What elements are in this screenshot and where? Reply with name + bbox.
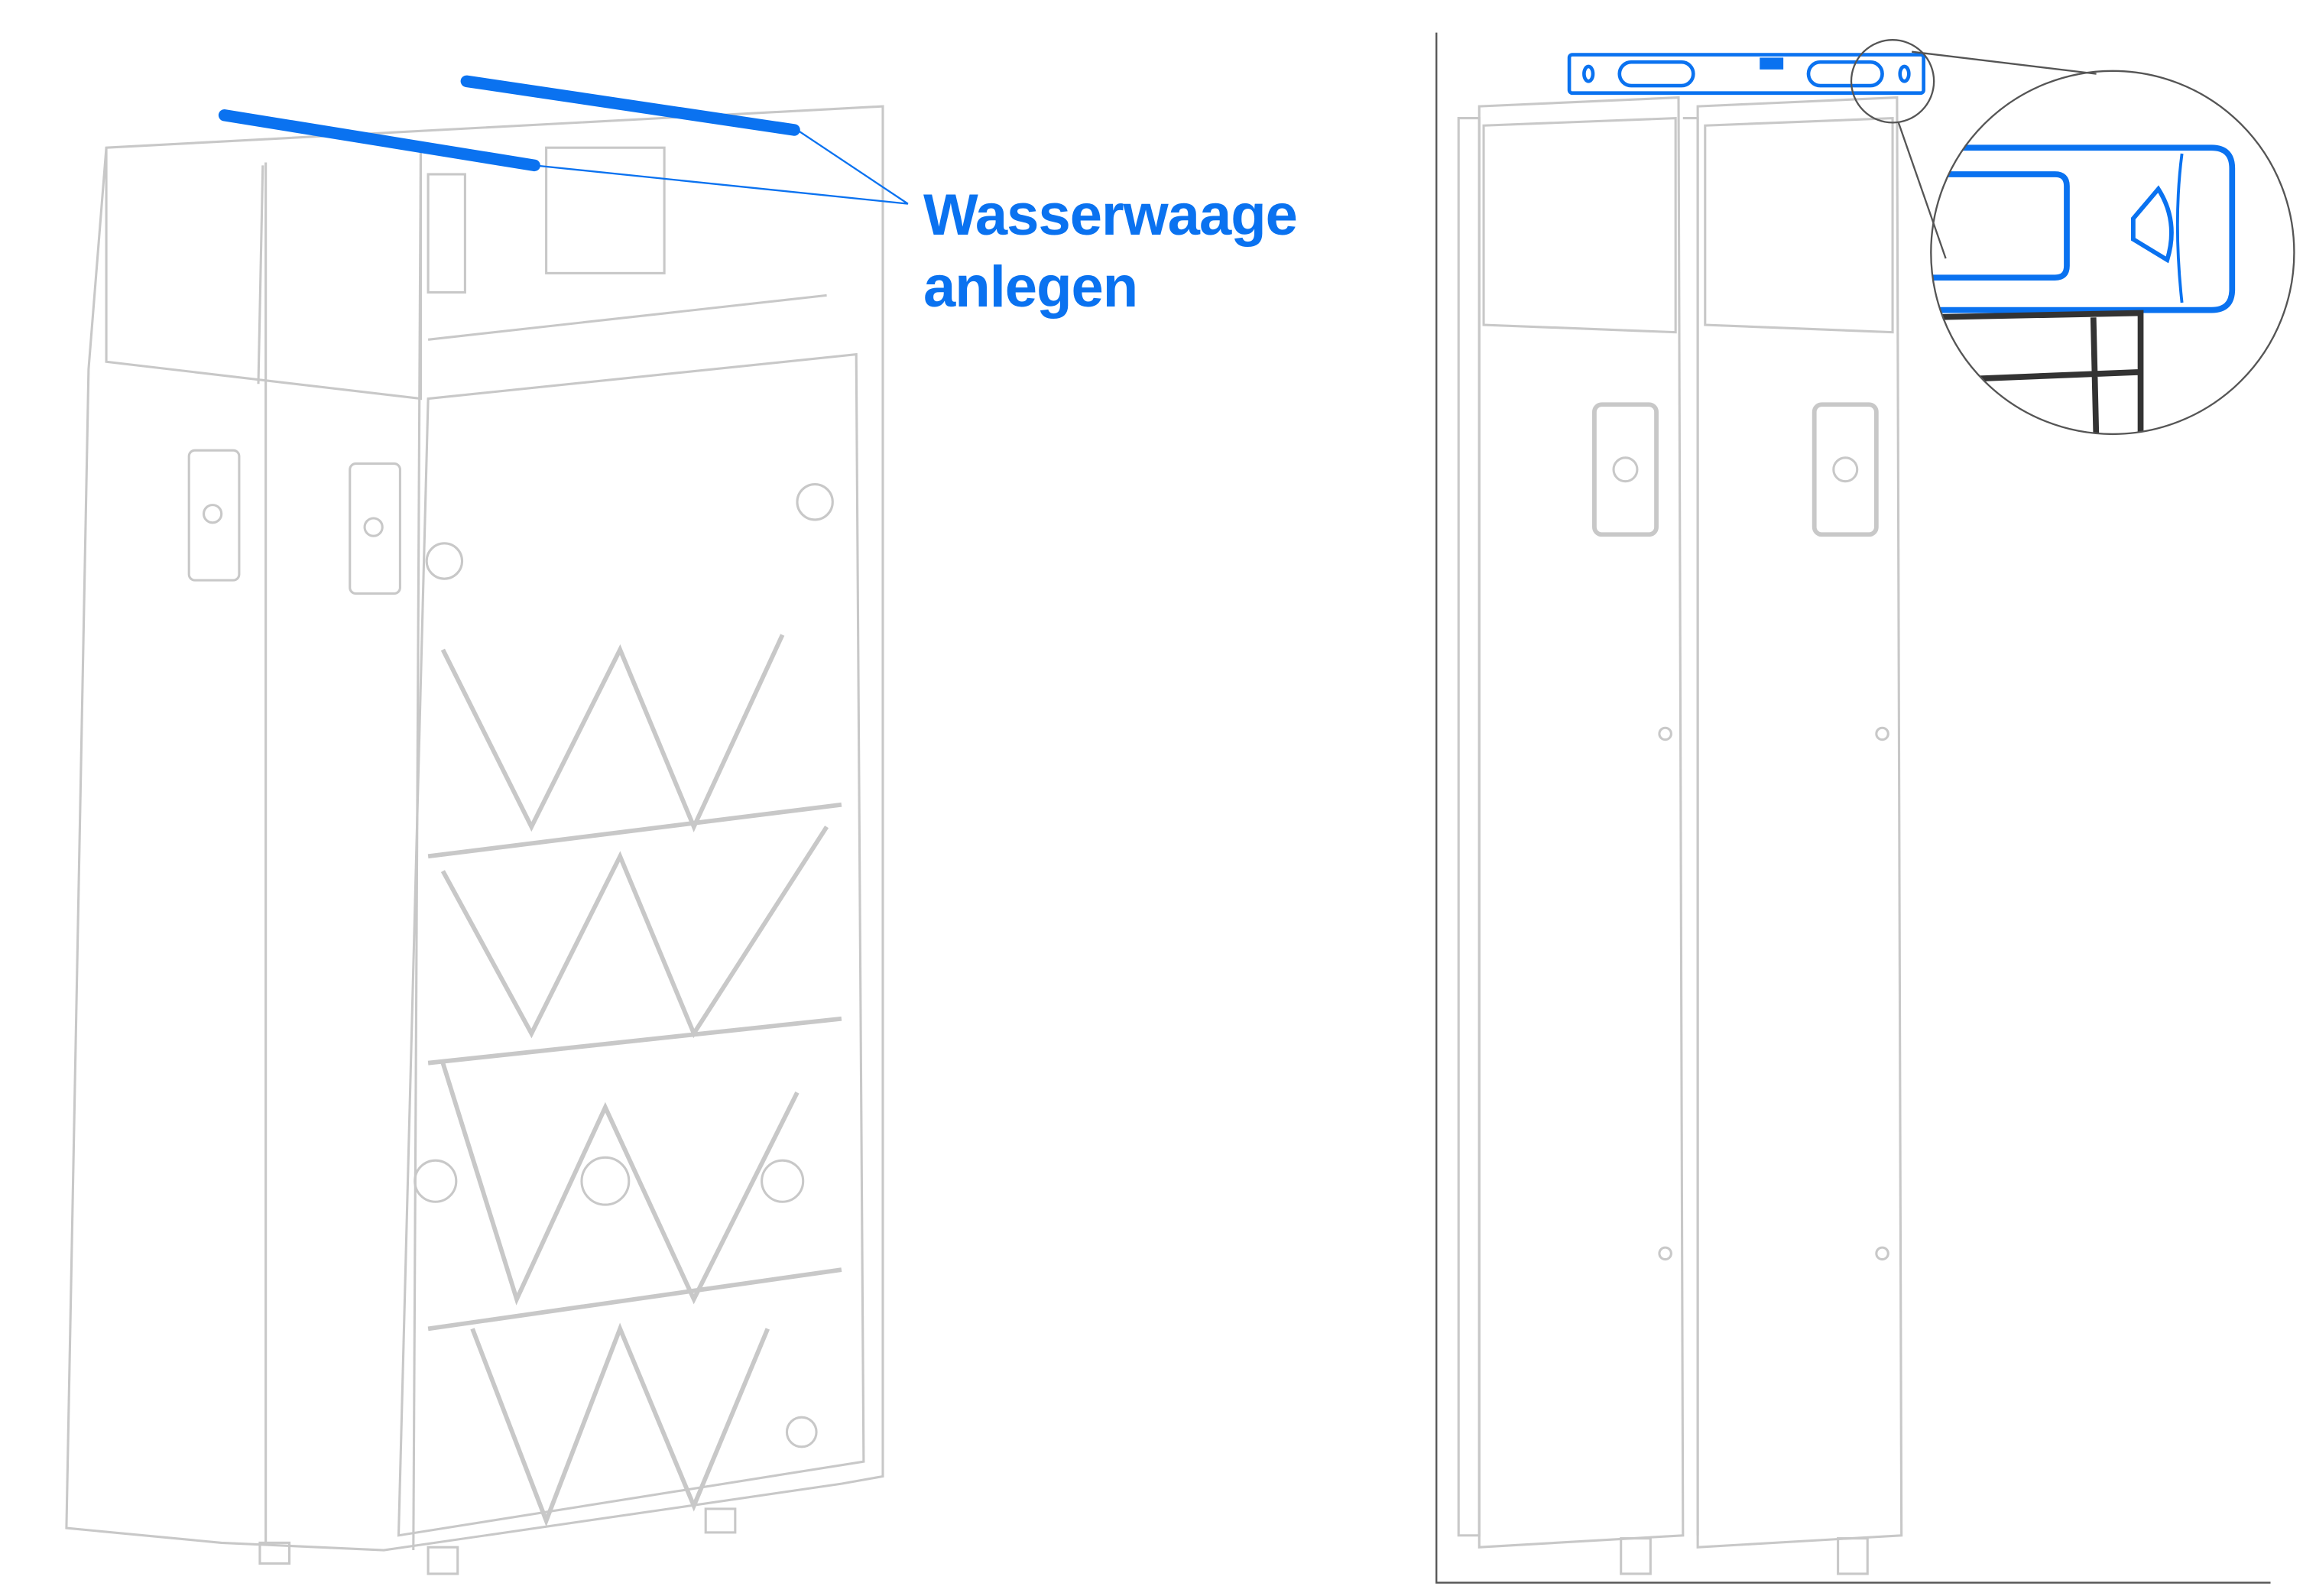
spirit-level-icon (1567, 53, 1925, 96)
unit-side-view (1435, 32, 2271, 1584)
magnifier-detail-icon (1850, 39, 2295, 436)
spirit-level-marker (218, 75, 909, 205)
unit-perspective-view (65, 105, 884, 1575)
annotation-line2: anlegen (923, 255, 1138, 320)
annotation-line1: Wasserwaage (923, 183, 1298, 248)
